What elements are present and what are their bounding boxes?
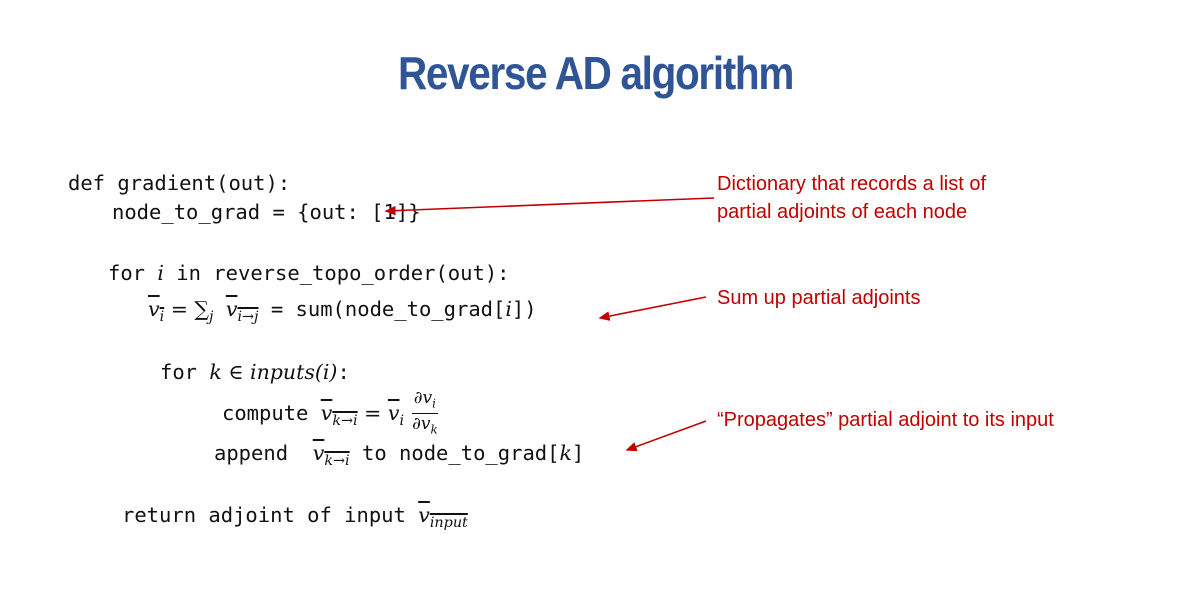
keyword-for: for [108, 261, 158, 285]
sum-index: j [209, 309, 214, 326]
inputs-arg: (i) [314, 360, 338, 384]
code-line-append: append vk→i to node_to_grad[k] [214, 441, 584, 469]
slide-title: Reverse AD algorithm [397, 47, 794, 99]
equals: = [357, 400, 388, 425]
code-line-sum: vi = ∑j vi→j = sum(node_to_grad[i]) [148, 297, 537, 325]
element-of: ∈ [221, 360, 251, 384]
sum-symbol: ∑ [194, 297, 210, 321]
partial-derivative: ∂vi∂vk [412, 388, 438, 437]
v-bar-ki: vk→i [312, 441, 350, 470]
sum-call: = sum(node_to_grad[ [258, 297, 506, 321]
loop-expr: in reverse_topo_order(out): [163, 261, 510, 285]
v-bar-input: vinput [418, 503, 468, 532]
append-target: to node_to_grad[ [349, 441, 560, 465]
annotation-line: Dictionary that records a list of [717, 173, 986, 195]
return-text: return adjoint of input [122, 503, 419, 527]
annotation-line: partial adjoints of each node [717, 201, 968, 223]
var-i: i [157, 261, 164, 285]
index-i: i [505, 297, 512, 321]
v-bar-ki: vk→i [320, 400, 358, 429]
colon: : [337, 360, 350, 384]
code-line-def: def gradient(out): [68, 171, 291, 195]
var-k: k [209, 360, 222, 384]
v-bar-i: vi [387, 400, 405, 429]
arrow-sum [598, 296, 707, 321]
equals: = [164, 297, 195, 321]
keyword-for: for [160, 360, 210, 384]
inputs-fn: inputs [250, 360, 315, 384]
arrow-dictionary [384, 197, 715, 216]
compute-label: compute [222, 400, 321, 425]
close-paren: ]) [511, 297, 537, 321]
code-line-for-i: for i in reverse_topo_order(out): [108, 261, 510, 285]
code-line-node-to-grad: node_to_grad = {out: [1]} [112, 200, 421, 224]
arrow-propagate [625, 420, 707, 452]
code-line-return: return adjoint of input vinput [122, 503, 468, 531]
annotation-sum: Sum up partial adjoints [717, 287, 921, 309]
annotation-propagate: “Propagates” partial adjoint to its inpu… [717, 409, 1054, 431]
close-bracket: ] [571, 441, 585, 465]
code-line-compute: compute vk→i = vi ∂vi∂vk [222, 388, 438, 440]
v-bar-i: vi [148, 297, 165, 326]
index-k: k [559, 441, 572, 465]
annotation-dictionary: Dictionary that records a list of partial… [717, 170, 986, 226]
code-line-for-k: for k ∈ inputs(i): [160, 360, 350, 384]
append-label: append [214, 441, 313, 465]
v-bar-ij: vi→j [225, 297, 259, 326]
